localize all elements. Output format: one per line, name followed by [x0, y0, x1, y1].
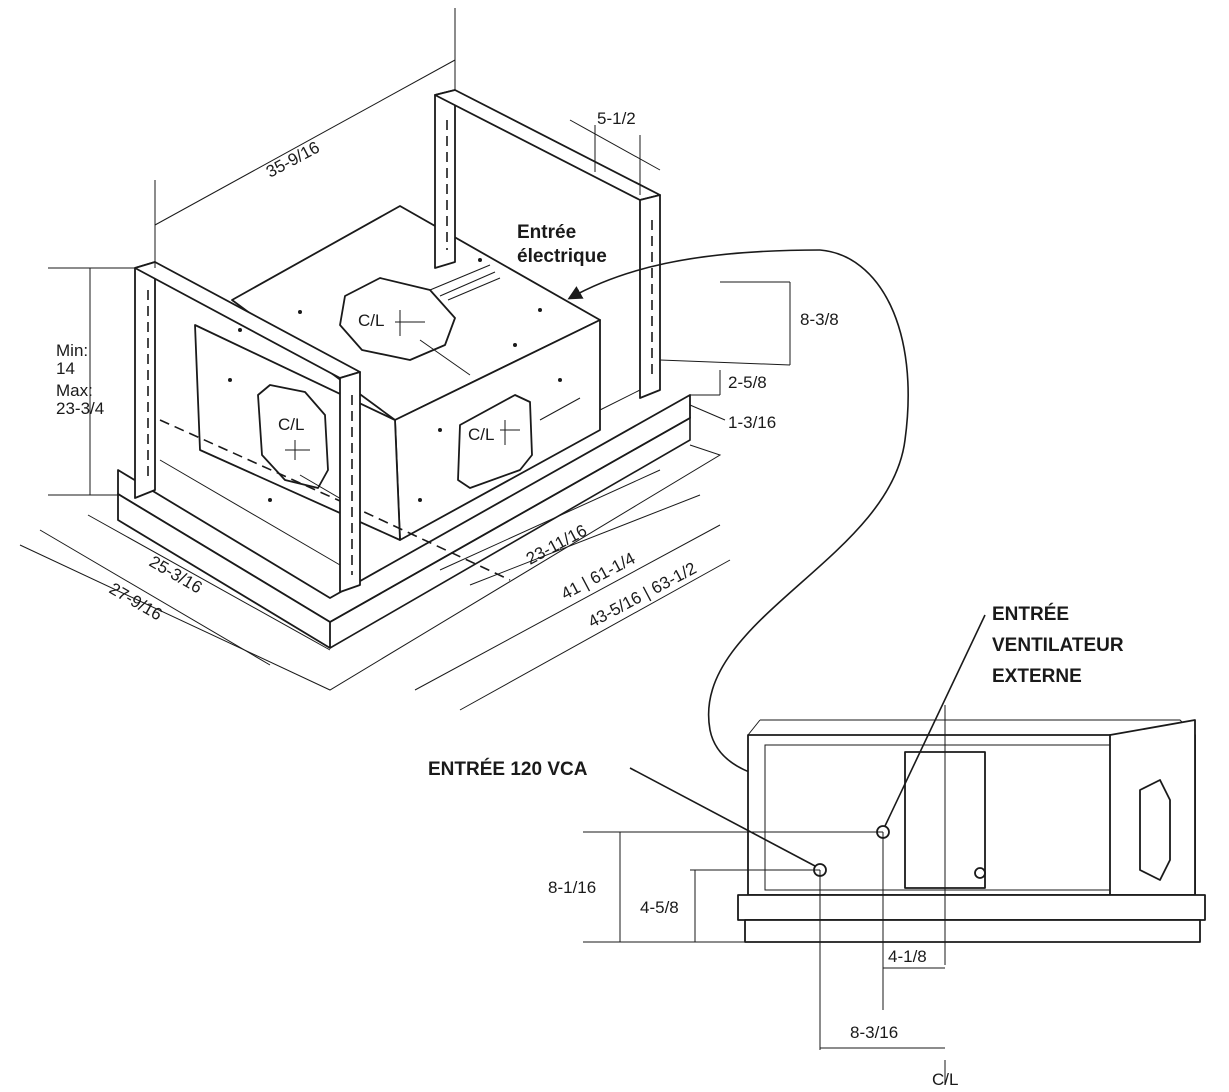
- side-view: ENTRÉE VENTILATEUR EXTERNE ENTRÉE 120 VC…: [428, 603, 1206, 1089]
- fan-entry-line1: ENTRÉE: [992, 603, 1069, 625]
- centerline-left-label: C/L: [278, 415, 304, 434]
- base-frame: [19, 389, 722, 691]
- height-max-value: 23-3/4: [56, 399, 104, 418]
- dimension-lines-top: [39, 8, 791, 711]
- height-min-label: Min:: [56, 341, 88, 360]
- screw-holes: [228, 258, 562, 502]
- offset-b-label: 8-3/16: [850, 1023, 898, 1042]
- bracket-label: 5-1/2: [597, 109, 636, 128]
- centerline-right-label: C/L: [468, 425, 494, 444]
- isometric-view: 35-9/16 5-1/2 Min: 14 Max: 23-3/4 8-3/8 …: [19, 8, 839, 711]
- power-entry-leader: [629, 767, 816, 867]
- electric-entry-arrow: [567, 249, 821, 300]
- fan-entry-line2: VENTILATEUR: [992, 635, 1124, 656]
- height-b-label: 4-5/8: [640, 898, 679, 917]
- height-a-label: 8-1/16: [548, 878, 596, 897]
- side-a-label: 8-3/8: [800, 310, 839, 329]
- hood-insert-box: [194, 205, 601, 541]
- centerline-bottom-label: C/L: [932, 1070, 958, 1089]
- side-c-label: 1-3/16: [728, 413, 776, 432]
- height-max-label: Max:: [56, 381, 93, 400]
- centerline-top-label: C/L: [358, 311, 384, 330]
- fan-entry-leader: [884, 614, 986, 827]
- height-min-value: 14: [56, 359, 75, 378]
- side-view-base: [737, 894, 1206, 921]
- power-entry-label: ENTRÉE 120 VCA: [428, 758, 588, 780]
- mounting-bracket-left: [134, 261, 361, 593]
- mounting-bracket-right: [434, 89, 661, 399]
- side-b-label: 2-5/8: [728, 373, 767, 392]
- electric-entry-line1: Entrée: [517, 222, 576, 243]
- connector-curve: [707, 249, 909, 792]
- offset-a-label: 4-1/8: [888, 947, 927, 966]
- electric-entry-line2: électrique: [517, 246, 607, 267]
- width-label: 35-9/16: [263, 138, 323, 182]
- centerline-dashed: [159, 419, 511, 581]
- fan-entry-line3: EXTERNE: [992, 666, 1082, 687]
